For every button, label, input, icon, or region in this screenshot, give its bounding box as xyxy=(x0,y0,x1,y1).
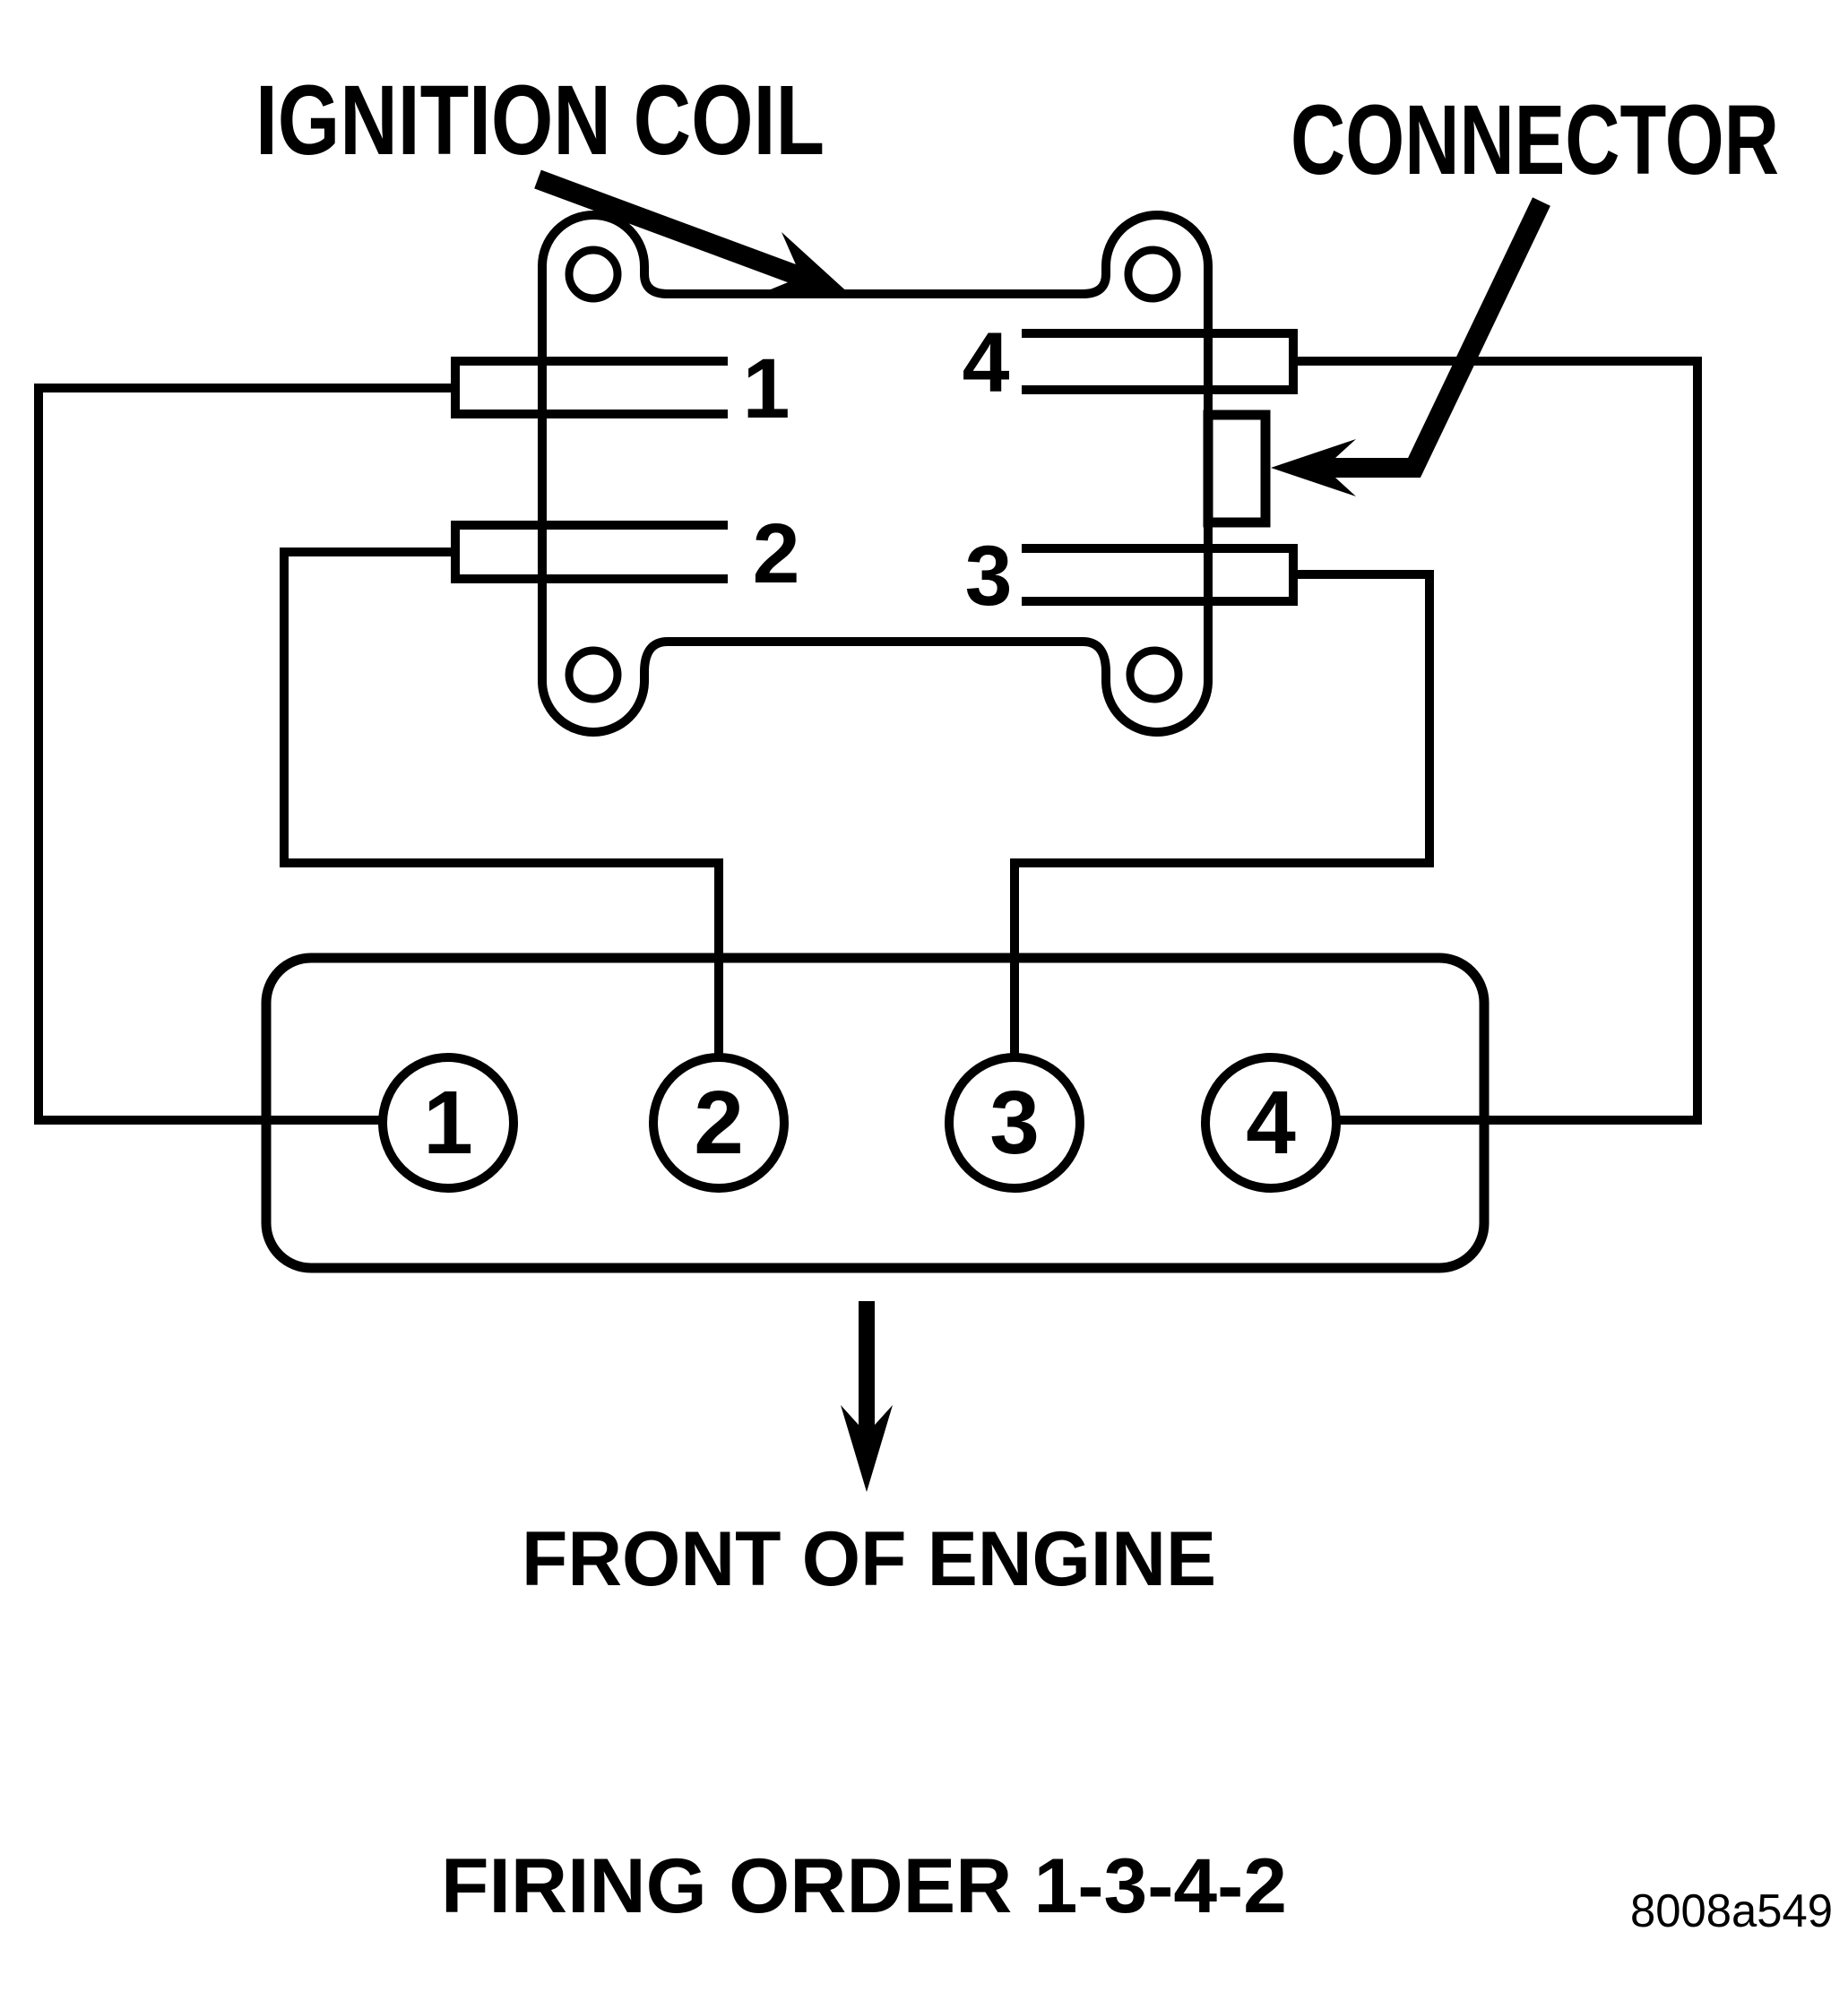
cylinder-4-number: 4 xyxy=(1246,1073,1296,1173)
ignition-coil-arrow-icon xyxy=(534,169,851,296)
connector-label: CONNECTOR xyxy=(1291,85,1779,195)
terminal-4-pin xyxy=(1022,329,1298,394)
connector-arrow-shaft xyxy=(1325,197,1550,478)
ignition-coil-label: IGNITION COIL xyxy=(255,65,825,176)
cylinder-4-circle xyxy=(1201,1053,1341,1193)
ignition-coil-arrow-shaft xyxy=(534,169,805,287)
cylinder-3-number: 3 xyxy=(989,1073,1040,1173)
cylinder-3-circle xyxy=(945,1053,1084,1193)
terminal-3-pin xyxy=(1022,544,1298,606)
terminal-2-number: 2 xyxy=(753,506,800,601)
cylinder-1-number: 1 xyxy=(423,1073,473,1173)
firing-order-label: FIRING ORDER 1-3-4-2 xyxy=(441,1843,1287,1929)
ignition-coil-arrow-head xyxy=(762,232,851,296)
mounting-hole-bottom-right xyxy=(1126,646,1183,703)
front-of-engine-arrow-head xyxy=(841,1405,893,1492)
cylinder-2-number: 2 xyxy=(694,1073,744,1173)
wire-terminal1-to-cylinder1 xyxy=(34,384,455,1125)
mounting-hole-top-right xyxy=(1124,246,1181,303)
connector-arrow-icon xyxy=(1271,197,1550,496)
terminal-3-number: 3 xyxy=(965,529,1013,624)
cylinder-2-circle xyxy=(649,1053,789,1193)
ignition-coil-body xyxy=(538,211,1213,737)
terminal-1-number: 1 xyxy=(743,341,790,436)
terminal-4-number: 4 xyxy=(963,315,1010,410)
front-of-engine-arrow-icon xyxy=(841,1301,893,1492)
reference-code: 8008a549 xyxy=(1630,1885,1833,1937)
mounting-hole-top-left xyxy=(565,246,622,303)
wire-terminal2-to-cylinder2 xyxy=(280,548,723,1057)
mounting-hole-bottom-left xyxy=(565,646,622,703)
front-of-engine-label: FRONT OF ENGINE xyxy=(522,1516,1216,1602)
connector-box xyxy=(1203,410,1271,528)
wire-terminal4-to-cylinder4 xyxy=(1293,357,1702,1125)
connector-arrow-head xyxy=(1271,439,1356,496)
terminal-2-pin xyxy=(451,521,728,583)
wire-terminal3-to-cylinder3 xyxy=(1010,570,1434,1057)
cylinder-1-circle xyxy=(378,1053,518,1193)
terminal-1-pin xyxy=(451,357,728,418)
engine-block-outline xyxy=(261,953,1490,1273)
